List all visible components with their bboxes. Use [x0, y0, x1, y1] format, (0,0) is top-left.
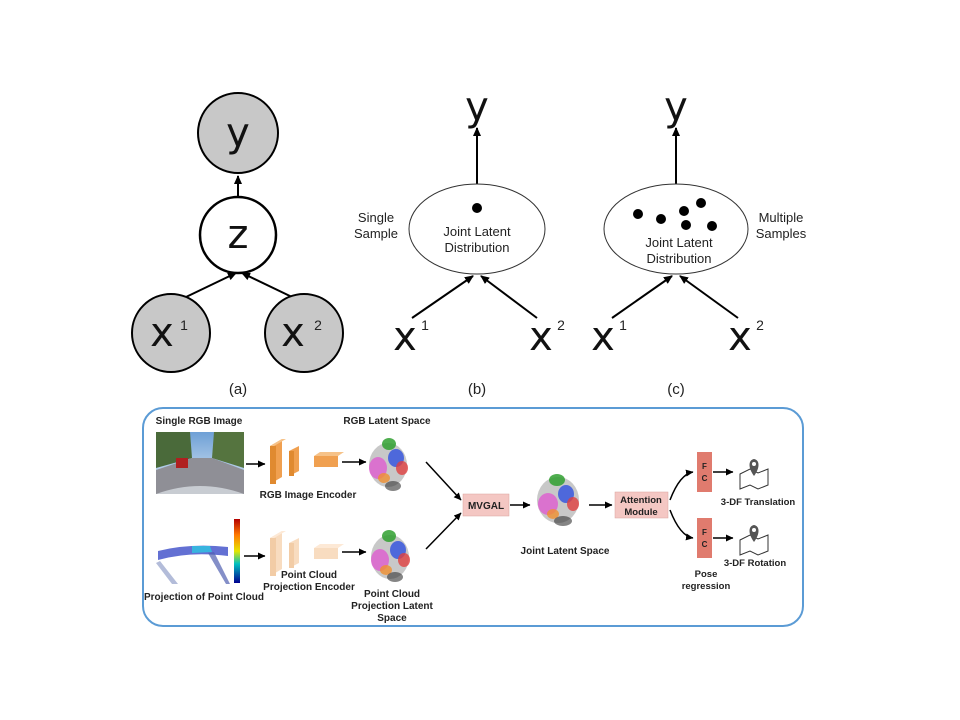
pc-latent-scatter — [371, 530, 410, 582]
joint-latent-ellipse-b — [408, 183, 546, 275]
sample-dot — [656, 214, 666, 224]
sample-dot — [633, 209, 643, 219]
panel-b-input-x1: x — [393, 314, 417, 360]
caption-c: (c) — [667, 381, 685, 398]
node-x1 — [131, 293, 211, 373]
node-x1-superscript: 1 — [180, 317, 188, 333]
panel-c-output: y — [664, 84, 688, 130]
rgb-encoder-label: RGB Image Encoder — [260, 490, 357, 501]
pc-latent-label-2: Projection Latent — [351, 601, 433, 612]
node-z — [198, 195, 278, 275]
fc-bottom-label-2: C — [702, 540, 708, 549]
point-cloud-projection-encoder — [270, 531, 344, 576]
fc-top-box — [697, 452, 712, 492]
fc-bottom-box — [697, 518, 712, 558]
caption-b: (b) — [468, 381, 486, 398]
map-pin-icon — [739, 459, 769, 490]
attention-label-1: Attention — [620, 495, 662, 506]
joint-latent-ellipse-c — [603, 183, 749, 275]
node-y-label: y — [226, 110, 250, 156]
pose-regression-label-2: regression — [682, 581, 731, 592]
joint-latent-scatter — [537, 474, 579, 526]
attention-module-box — [614, 491, 669, 519]
mvgal-box — [462, 493, 510, 517]
multiple-sample-dots — [633, 198, 717, 231]
panel-b-output: y — [465, 84, 489, 130]
point-cloud-projection-thumbnail — [156, 519, 240, 585]
ellipse-b-line1: Joint Latent — [443, 224, 511, 239]
pose-regression-label-1: Pose — [695, 569, 718, 580]
pc-encoder-label-2: Projection Encoder — [263, 582, 355, 593]
node-x2-label: x — [281, 310, 305, 356]
pc-projection-title: Projection of Point Cloud — [144, 592, 264, 603]
translation-label: 3-DF Translation — [721, 497, 796, 508]
pc-latent-label-1: Point Cloud — [364, 589, 420, 600]
arrow-pc-latent-to-mvgal — [425, 512, 462, 550]
panel-c-input-x1: x — [591, 314, 615, 360]
fc-top-label-2: C — [702, 474, 708, 483]
pc-latent-label-3: Space — [377, 613, 407, 624]
attention-label-2: Module — [624, 507, 657, 518]
rotation-label: 3-DF Rotation — [724, 558, 786, 569]
rgb-image-encoder — [270, 439, 344, 484]
joint-latent-label: Joint Latent Space — [521, 546, 610, 557]
multiple-samples-label-2: Samples — [756, 226, 807, 241]
multiple-samples-label-1: Multiple — [759, 210, 804, 225]
panel-b-input-x1-sup: 1 — [421, 317, 429, 333]
node-x1-label: x — [150, 310, 174, 356]
sample-dot — [707, 221, 717, 231]
pc-encoder-label-1: Point Cloud — [281, 570, 337, 581]
sample-dot — [681, 220, 691, 230]
panel-b-input-x2-sup: 2 — [557, 317, 565, 333]
single-sample-dot — [472, 203, 482, 213]
panel-a: y z x 1 x 2 (a) — [131, 92, 344, 398]
edge-x1-to-ellipse-c — [611, 275, 673, 319]
mvgal-label: MVGAL — [468, 501, 504, 512]
rgb-image-title: Single RGB Image — [156, 416, 243, 427]
panel-c-input-x2: x — [728, 314, 752, 360]
ellipse-c-line2: Distribution — [646, 251, 711, 266]
sample-dot — [679, 206, 689, 216]
map-pin-icon — [739, 525, 769, 556]
panel-b: y Joint Latent Distribution Single Sampl… — [354, 84, 565, 398]
single-sample-label-1: Single — [358, 210, 394, 225]
sample-dot — [696, 198, 706, 208]
edge-x2-to-z — [241, 272, 293, 298]
node-x2 — [264, 293, 344, 373]
rgb-latent-title: RGB Latent Space — [343, 416, 431, 427]
rgb-latent-scatter — [369, 438, 408, 491]
ellipse-b-line2: Distribution — [444, 240, 509, 255]
panel-b-input-x2: x — [529, 314, 553, 360]
pipeline-border — [142, 407, 804, 627]
edge-x2-to-ellipse-c — [679, 275, 739, 319]
fc-top-label-1: F — [702, 462, 707, 471]
arrow-attention-to-fc-bottom — [669, 509, 694, 541]
edge-x1-to-ellipse-b — [411, 275, 474, 319]
node-z-label: z — [228, 212, 249, 258]
pipeline-panel: Single RGB Image RGB Image Encoder RGB L… — [142, 407, 804, 627]
panel-c-input-x2-sup: 2 — [756, 317, 764, 333]
ellipse-c-line1: Joint Latent — [645, 235, 713, 250]
caption-a: (a) — [229, 381, 247, 398]
node-y — [197, 92, 279, 174]
edge-x1-to-z — [185, 272, 237, 298]
arrow-attention-to-fc-top — [669, 469, 694, 501]
node-x2-superscript: 2 — [314, 317, 322, 333]
single-sample-label-2: Sample — [354, 226, 398, 241]
panel-c: y Joint Latent Distribution Multiple Sam… — [591, 84, 807, 398]
arrow-rgb-latent-to-mvgal — [425, 461, 462, 501]
fc-bottom-label-1: F — [702, 528, 707, 537]
rgb-image-thumbnail — [156, 432, 244, 494]
edge-x2-to-ellipse-b — [480, 275, 538, 319]
panel-c-input-x1-sup: 1 — [619, 317, 627, 333]
